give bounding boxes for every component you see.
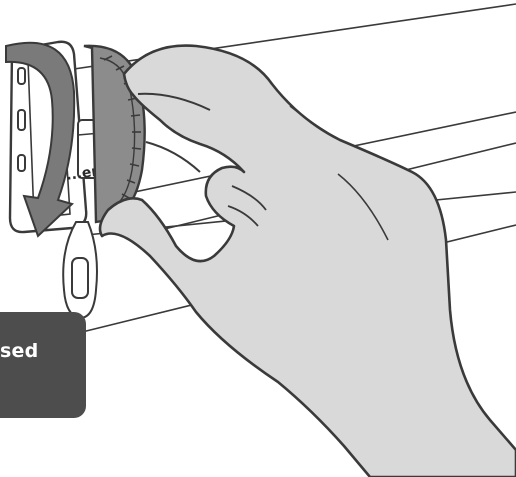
hand-icon — [100, 46, 516, 477]
callout-text: sed — [0, 340, 38, 362]
hanging-tag — [63, 222, 97, 318]
callout-box: sed — [0, 312, 86, 418]
